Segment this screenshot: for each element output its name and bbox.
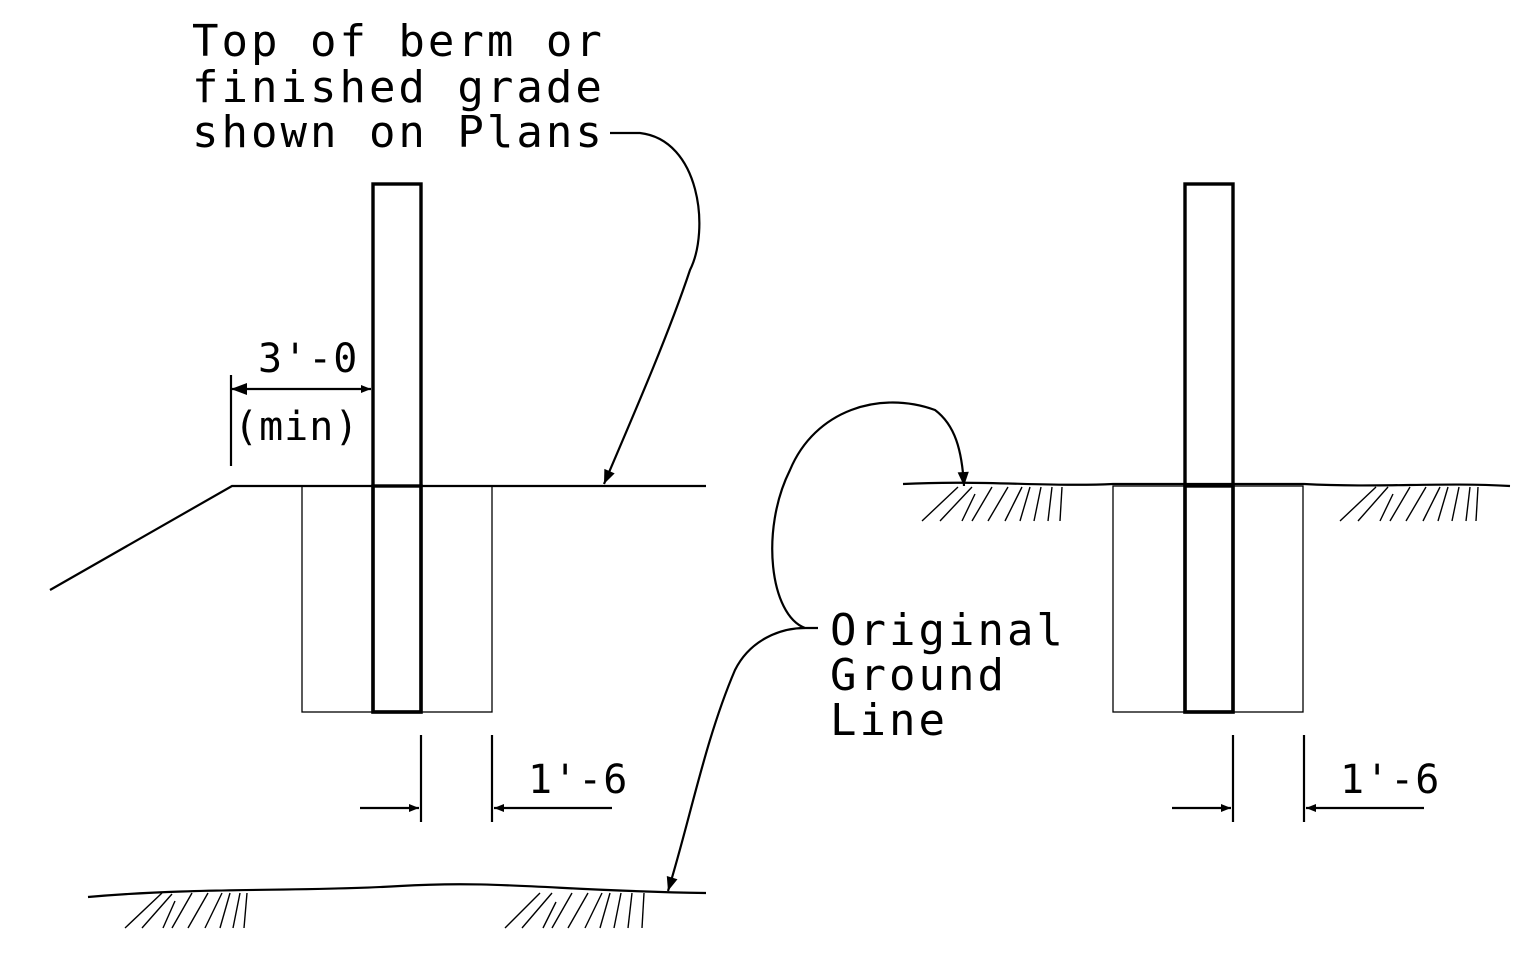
top-label-leader [602,131,701,485]
ground-label-line-3: Line [830,695,948,746]
width-right-text: 1'-6 [1340,757,1440,803]
ground-label-line-1: Original [830,605,1066,656]
ground-leader-bottom [666,626,806,892]
right-ground-hatch-2 [1339,486,1479,522]
top-label-line-2: finished grade [192,62,605,113]
left-post [371,182,423,714]
original-ground-callout: Original Ground Line [666,401,1066,892]
berm-grade-line [49,484,706,591]
width-left-text: 1'-6 [528,757,628,803]
right-concrete-footing [1112,485,1304,713]
offset-value-text: 3'-0 [258,336,358,382]
left-concrete-footing [301,485,493,713]
top-label-line-3: shown on Plans [192,107,605,158]
top-of-berm-callout: Top of berm or finished grade shown on P… [192,16,701,485]
left-detail: 3'-0 (min) 1'-6 [49,182,707,929]
right-detail: 1'-6 [902,182,1511,822]
offset-qualifier-text: (min) [234,404,359,450]
left-original-ground-line [87,883,707,899]
left-ground-hatch-1 [124,892,248,929]
right-original-ground-line [902,481,1511,488]
left-ground-hatch-2 [504,892,645,929]
right-post [1183,182,1235,714]
ground-leader-right [771,401,969,630]
right-ground-hatch-1 [921,486,1063,522]
ground-label-line-2: Ground [830,650,1007,701]
top-label-line-1: Top of berm or [192,16,605,67]
